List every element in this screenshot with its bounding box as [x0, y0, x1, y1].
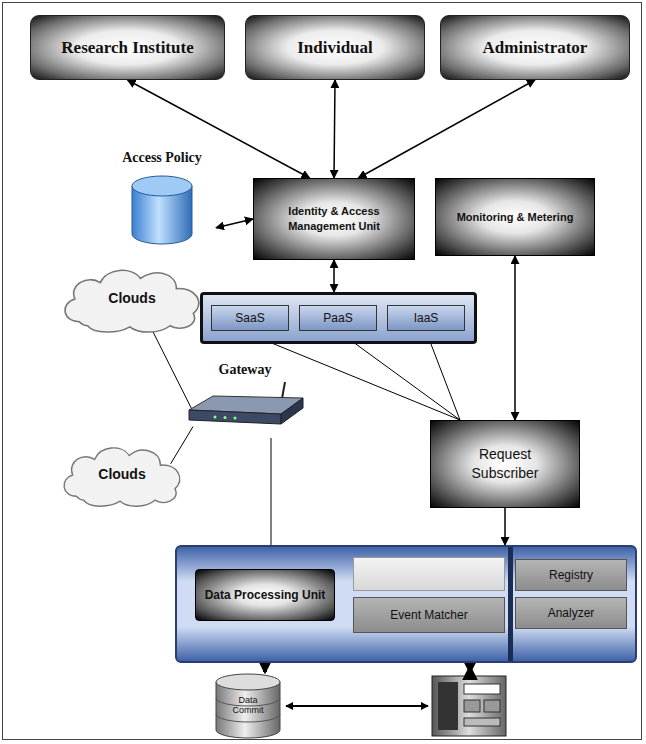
process-box: Request Subscriber [430, 420, 580, 508]
node-label: Research Institute [61, 38, 193, 58]
band-divider [508, 547, 513, 661]
top-box: Individual [245, 15, 425, 80]
connector [216, 219, 253, 228]
module-box: Registry [515, 559, 627, 591]
node-label: Data Processing Unit [205, 588, 326, 602]
database-node: Data Commit [212, 672, 284, 740]
node-label: Registry [549, 568, 593, 582]
connector [358, 80, 535, 178]
server-icon [432, 676, 506, 736]
node-label: Access Policy [122, 150, 202, 166]
service-box: PaaS [299, 305, 377, 331]
node-label: Gateway [219, 362, 272, 378]
processing-band: Data Processing UnitEvent Matcher Registr… [175, 545, 637, 663]
node-label: IaaS [414, 311, 439, 325]
connector [426, 331, 460, 420]
service-band: SaaS PaaS IaaS [200, 292, 477, 344]
node-label: Monitoring & Metering [457, 210, 574, 225]
service-box: IaaS [387, 305, 465, 331]
node-label: Analyzer [548, 606, 595, 620]
database-node: Access Policy [108, 150, 216, 258]
connector [150, 325, 196, 416]
connector [338, 331, 460, 420]
blurred-module [353, 557, 505, 591]
connector [333, 260, 335, 292]
top-box: Administrator [440, 15, 630, 80]
cloud-node: Clouds [58, 440, 186, 508]
data-server-link [286, 705, 428, 707]
connector [514, 256, 516, 420]
module-box: Event Matcher [353, 597, 505, 633]
module-box: Analyzer [515, 597, 627, 629]
node-label: PaaS [323, 311, 352, 325]
router-icon [185, 380, 305, 426]
node-label: Clouds [98, 466, 145, 482]
node-label: Request Subscriber [445, 445, 565, 483]
process-box: Identity & Access Management Unit [253, 178, 415, 260]
cloud-node: Clouds [58, 262, 206, 334]
node-label: Administrator [483, 38, 588, 58]
process-box: Monitoring & Metering [435, 178, 595, 256]
node-label: Individual [297, 38, 373, 58]
connector [334, 80, 335, 178]
node-label: Event Matcher [390, 608, 467, 622]
top-box: Research Institute [30, 15, 225, 80]
node-label: Identity & Access Management Unit [268, 204, 400, 234]
node-label: Clouds [108, 290, 155, 306]
connector [504, 508, 506, 545]
band-server-link [468, 666, 472, 673]
gateway-node: Gateway [180, 362, 310, 438]
connector [171, 427, 193, 464]
node-label: Data Commit [226, 696, 270, 716]
database-shape [129, 174, 195, 246]
process-box: Data Processing Unit [195, 569, 335, 621]
service-box: SaaS [211, 305, 289, 331]
node-label: SaaS [235, 311, 264, 325]
